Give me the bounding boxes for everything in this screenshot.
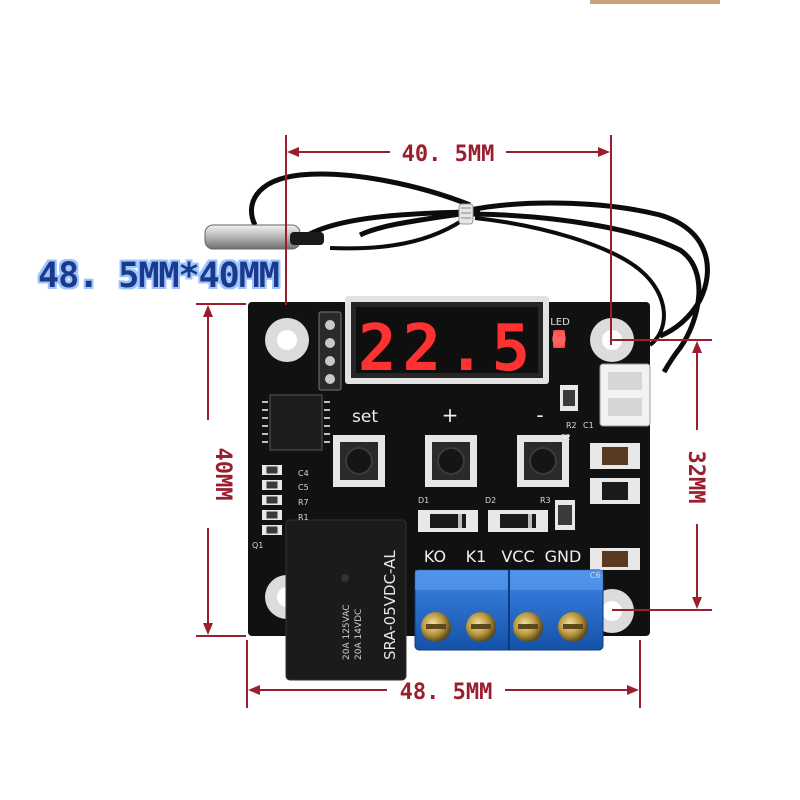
label-c5: C5 <box>298 483 309 492</box>
terminal-block <box>414 569 604 651</box>
plus-label: + <box>442 403 459 427</box>
led-display <box>345 296 549 384</box>
terminal-screw[interactable] <box>421 612 451 642</box>
component-labels: C4 C5 R7 R1 Q1 D1 D2 R3 R2 C1 C6 C2 <box>252 421 601 580</box>
label-d2: D2 <box>485 496 496 505</box>
display-readout: 22.5 <box>358 312 536 386</box>
led-label: LED <box>550 317 570 328</box>
dimension-lines <box>196 135 712 708</box>
label-c1: C1 <box>583 421 594 430</box>
label-c2: C2 <box>560 433 571 442</box>
terminal-screw[interactable] <box>466 612 496 642</box>
set-label: set <box>352 407 378 427</box>
relay-rating-1: 20A 14VDC <box>354 609 364 660</box>
relay-text: SRA-05VDC-AL 20A 14VDC 20A 125VAC <box>342 550 399 660</box>
dimension-left-label: 40MM <box>210 448 235 501</box>
label-r1: R1 <box>298 513 309 522</box>
label-r7: R7 <box>298 498 309 507</box>
label-r2: R2 <box>566 421 577 430</box>
header-pins <box>318 311 342 391</box>
minus-label: - <box>536 403 543 427</box>
dimension-top-label: 40. 5MM <box>402 142 495 167</box>
terminal-label-gnd: GND <box>545 547 582 566</box>
label-q1: Q1 <box>252 541 263 550</box>
dimension-bottom-label: 48. 5MM <box>400 680 493 705</box>
plus-button[interactable] <box>425 435 477 487</box>
terminal-label-ko: KO <box>424 547 446 566</box>
smd-components-right <box>555 385 640 570</box>
terminal-label-vcc: VCC <box>501 547 534 566</box>
label-d1: D1 <box>418 496 429 505</box>
top-edge-artifact <box>590 0 720 4</box>
size-title: 48. 5MM*40MM <box>38 256 280 296</box>
relay-rating-2: 20A 125VAC <box>342 604 352 660</box>
diodes <box>418 510 548 532</box>
label-c6: C6 <box>590 571 601 580</box>
relay <box>285 519 407 681</box>
microcontroller-chip <box>262 394 330 451</box>
terminal-label-k1: K1 <box>466 547 487 566</box>
minus-button[interactable] <box>517 435 569 487</box>
set-button[interactable] <box>333 435 385 487</box>
relay-model: SRA-05VDC-AL <box>381 550 399 660</box>
mounting-hole-top-left <box>265 318 309 362</box>
dimension-right-label: 32MM <box>683 451 708 504</box>
label-r3: R3 <box>540 496 551 505</box>
temperature-probe <box>204 171 710 374</box>
label-c4: C4 <box>298 469 309 478</box>
led-indicator <box>552 330 566 348</box>
sensor-connector <box>599 363 651 427</box>
terminal-screw[interactable] <box>513 612 543 642</box>
terminal-screw[interactable] <box>558 612 588 642</box>
